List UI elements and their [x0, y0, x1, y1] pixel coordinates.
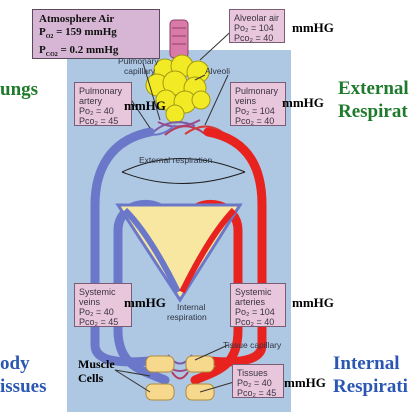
internal-respiration-label: Internal — [177, 302, 206, 312]
alveoli-label: Alveoli — [205, 66, 231, 76]
pulmonary-artery-vessel — [90, 127, 165, 367]
heart-shape — [115, 203, 243, 303]
atmosphere-po2: PO2 = 159 mmHg — [39, 26, 117, 41]
pulmonary-veins-box: Pulmonary veins Po₂ = 104 Pco₂ = 40 — [230, 82, 286, 126]
trachea-shape — [169, 19, 189, 59]
pulmonary-veins-unit-label: mmHG — [282, 95, 324, 110]
systemic-veins-box: Systemic veins Po₂ = 40 Pco₂ = 45 — [74, 283, 132, 327]
tissues-unit-label: mmHG — [284, 375, 326, 390]
pulmonary-artery-box: Pulmonary artery Po₂ = 40 Pco₂ = 45 — [74, 82, 132, 126]
pulmonary-artery-unit-label: mmHG — [124, 98, 166, 113]
internal-respiration-label-2: respiration — [167, 312, 207, 322]
atmosphere-pco2: PCO2 = 0.2 mmHg — [39, 44, 119, 59]
tissues-box: Tissues Po₂ = 40 Pco₂ = 45 — [232, 364, 284, 398]
alveolar-air-box: Alveolar air Po₂ = 104 Pco₂ = 40 — [229, 9, 285, 43]
alveolar-unit-label: mmHG — [292, 20, 334, 35]
external-respiration-label: External respiration — [139, 155, 213, 165]
pulmonary-vein-vessel — [195, 127, 267, 367]
systemic-veins-unit-label: mmHG — [124, 295, 166, 310]
systemic-arteries-box: Systemic arteries Po₂ = 104 Pco₂ = 40 — [230, 283, 286, 327]
tissue-capillary-label: Tissue capillary — [223, 340, 282, 350]
body-tissues-side-label: ody issues — [0, 353, 47, 397]
pulmonary-capillary-label-2: capillary — [124, 66, 156, 76]
systemic-arteries-unit-label: mmHG — [292, 295, 334, 310]
external-respiration-side-label: External Respirat — [338, 78, 409, 122]
internal-respiration-side-label: Internal Respirati — [333, 353, 408, 397]
atmosphere-air-box: Atmosphere Air PO2 = 159 mmHg PCO2 = 0.2… — [32, 9, 160, 59]
pulmonary-capillary-label: Pulmonary — [118, 56, 159, 66]
atmosphere-title: Atmosphere Air — [39, 13, 115, 25]
muscle-cells-label: Muscle Cells — [78, 357, 115, 385]
lungs-side-label: ungs — [0, 79, 39, 100]
